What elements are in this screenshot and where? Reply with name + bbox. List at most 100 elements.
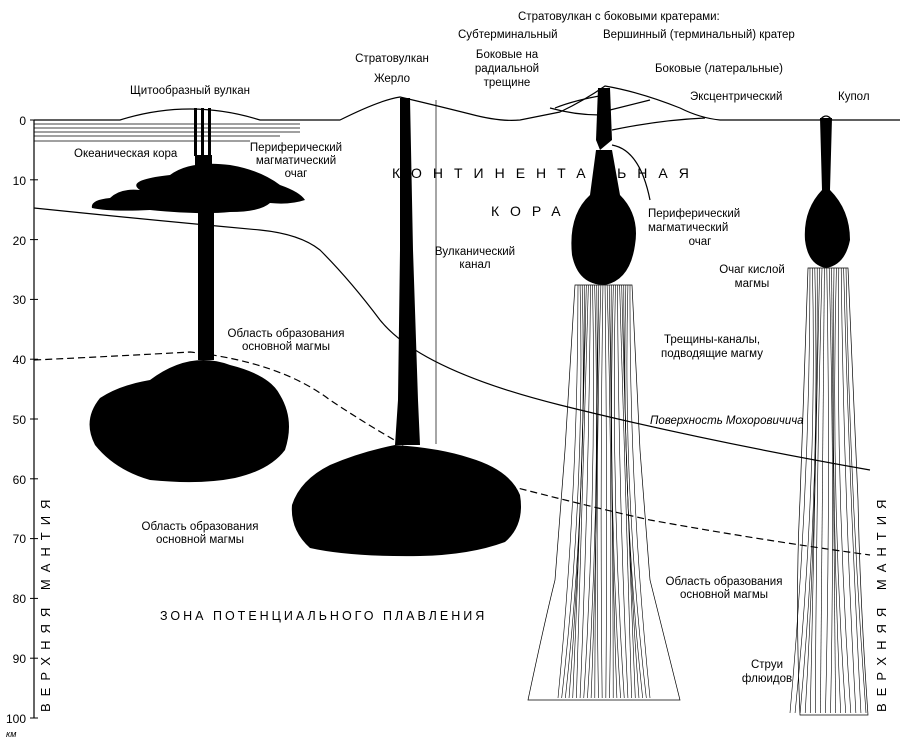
hatch-line: [594, 284, 600, 699]
label-continental-crust-2: КОРА: [491, 203, 572, 219]
label-eccentric: Эксцентрический: [690, 91, 782, 103]
label-peripheral-chamber-left-2: магматический: [256, 155, 336, 167]
label-peripheral-chamber-right-2: магматический: [648, 222, 728, 234]
label-acid-magma-2: магмы: [735, 278, 770, 290]
subterminal-branch: [554, 94, 606, 109]
depth-axis-ticks: [30, 119, 38, 719]
tick-label-80: 80: [13, 592, 27, 606]
label-vent: Жерло: [374, 73, 410, 85]
hatch-line: [572, 284, 587, 699]
stratovolcano-structure: [291, 98, 521, 557]
hatch-line: [617, 284, 629, 699]
dome-structure: [789, 118, 869, 716]
tick-label-60: 60: [13, 473, 27, 487]
hatch-line: [629, 284, 651, 699]
peripheral-chamber-left: [91, 163, 306, 214]
hatch-line: [815, 267, 823, 714]
hatch-line: [587, 284, 597, 699]
eccentric-branch: [611, 117, 706, 131]
hatch-line: [604, 284, 607, 699]
hatch-line: [626, 284, 647, 699]
hatch-line: [583, 284, 594, 699]
hatch-line: [614, 284, 625, 699]
hatch-line: [600, 284, 604, 699]
label-strato-side-craters: Стратовулкан с боковыми кратерами:: [518, 11, 720, 23]
label-peripheral-chamber-left-3: очаг: [285, 168, 308, 180]
shield-feeder-link: [195, 155, 212, 175]
label-melting-zone: ЗОНА ПОТЕНЦИАЛЬНОГО ПЛАВЛЕНИЯ: [160, 609, 487, 623]
hatch-line: [624, 284, 643, 699]
hatch-line: [804, 267, 818, 714]
radial-fissure-branch: [549, 107, 601, 116]
tick-label-40: 40: [13, 353, 27, 367]
label-acid-magma-1: Очаг кислой: [719, 264, 785, 276]
tick-label-30: 30: [13, 293, 27, 307]
hatch-line: [843, 267, 862, 714]
shield-volcano-structure: [89, 108, 306, 483]
label-fissure-channels-1: Трещины-каналы,: [664, 334, 760, 346]
stratovolcano-side-craters-structure: [527, 88, 706, 701]
label-fluid-jets-2: флюидов: [742, 673, 792, 685]
crater-side-feeder: [611, 144, 651, 201]
shield-main-conduit: [198, 210, 214, 360]
hatch-line: [789, 267, 811, 714]
label-peripheral-chamber-left-1: Периферический: [250, 142, 342, 154]
label-volcanic-channel-2: канал: [459, 259, 490, 271]
label-subterminal: Субтерминальный: [458, 29, 558, 41]
acid-magma-chamber: [804, 118, 850, 268]
hatch-line: [606, 284, 612, 699]
hatch-line: [579, 284, 591, 699]
hatch-line: [825, 267, 829, 714]
label-basic-magma-1-line2: основной магмы: [242, 341, 330, 353]
label-radial-fissure-2: радиальной: [475, 63, 539, 75]
label-basic-magma-3-line1: Область образования: [666, 576, 783, 588]
label-basic-magma-1-line1: Область образования: [228, 328, 345, 340]
hatch-line: [590, 284, 598, 699]
tick-label-20: 20: [13, 234, 27, 248]
label-fluid-jets-1: Струи: [751, 659, 783, 671]
hatch-line: [576, 284, 589, 699]
label-peripheral-chamber-right-1: Периферический: [648, 208, 740, 220]
label-basic-magma-3-line2: основной магмы: [680, 589, 768, 601]
label-peripheral-chamber-right-3: очаг: [689, 236, 712, 248]
hatch-line: [834, 267, 847, 714]
tick-label-10: 10: [13, 174, 27, 188]
shield-feeder-conduit: [208, 108, 211, 156]
label-summit-crater: Вершинный (терминальный) кратер: [603, 29, 795, 41]
label-basic-magma-2-line1: Область образования: [142, 521, 259, 533]
label-continental-crust-1: КОНТИНЕНТАЛЬНАЯ: [392, 165, 700, 181]
shield-feeder-conduit: [201, 108, 204, 156]
tick-label-100: 100: [6, 712, 26, 726]
label-shield-volcano: Щитообразный вулкан: [130, 85, 250, 97]
hatch-line: [840, 267, 857, 714]
earth-surface: [34, 85, 900, 142]
hatch-line: [596, 284, 602, 699]
depth-unit-label: км: [6, 729, 16, 739]
fissure-channel-hatching: [557, 284, 651, 699]
upper-mantle-label-left: ВЕРХНЯЯ МАНТИЯ: [38, 493, 53, 712]
surface-profile: [34, 85, 900, 121]
label-radial-fissure-3: трещине: [484, 77, 531, 89]
hatch-line: [611, 284, 621, 699]
hatch-line: [799, 267, 817, 714]
hatch-line: [794, 267, 814, 714]
label-moho: Поверхность Мохоровичича: [650, 415, 804, 427]
basic-magma-source-left: [89, 360, 289, 483]
hatch-line: [828, 267, 833, 714]
hatch-line: [619, 284, 632, 699]
tick-label-90: 90: [13, 652, 27, 666]
hatch-line: [809, 267, 820, 714]
hatch-line: [832, 267, 841, 714]
label-fissure-channels-2: подводящие магму: [661, 348, 763, 360]
fluid-jets-zone: [797, 267, 869, 716]
fluid-jets-hatching: [789, 267, 867, 714]
label-volcanic-channel-1: Вулканический: [435, 246, 515, 258]
label-dome: Купол: [838, 91, 870, 103]
magma-feeding-fissures-zone: [527, 284, 681, 701]
hatch-line: [820, 267, 825, 714]
basic-magma-source-middle: [291, 445, 521, 557]
upper-mantle-label-right: ВЕРХНЯЯ МАНТИЯ: [874, 493, 889, 712]
label-oceanic-crust: Океаническая кора: [74, 148, 178, 160]
tick-label-50: 50: [13, 413, 27, 427]
